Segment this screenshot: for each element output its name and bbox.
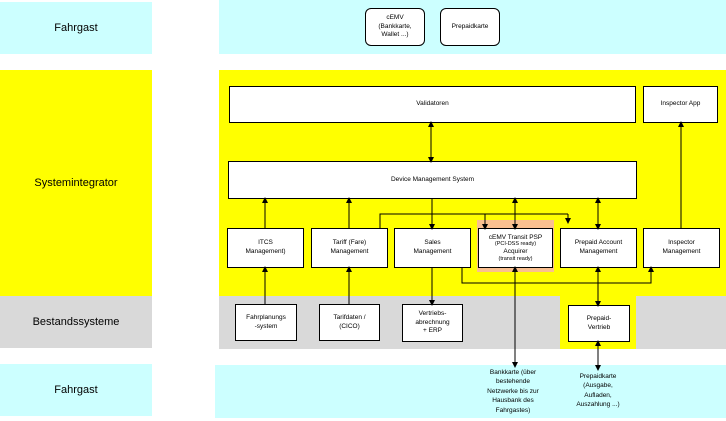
bank-card-note: Bankkarte (über bestehende Netzwerke bis… xyxy=(487,369,539,414)
cemv-card-box: cEMV (Bankkarte, Wallet ...) xyxy=(365,8,425,46)
prepaid-card-note: Prepaidkarte (Ausgabe, Aufladen, Auszahl… xyxy=(576,373,620,409)
validators-box: Validatoren xyxy=(229,86,636,123)
arrow-tariff-bus xyxy=(379,213,568,228)
tariff-management-box: Tariff (Fare) Management xyxy=(311,228,388,268)
lane-legacy-systems xyxy=(219,296,726,349)
prepaid-card-box: Prepaidkarte xyxy=(440,8,500,46)
sales-management-box: Sales Management xyxy=(394,228,471,268)
psp-transit-note: (transit ready) xyxy=(498,255,533,262)
timetable-system-box: Fahrplanungs -system xyxy=(235,304,297,341)
prepaid-sales-box: Prepaid- Vertrieb xyxy=(568,305,630,342)
tariff-data-box: Tarifdaten / (CICO) xyxy=(319,304,380,341)
psp-acquirer-label: Acquirer xyxy=(503,248,528,255)
psp-acquirer-box: cEMV Transit PSP (PCI-DSS ready) Acquire… xyxy=(478,228,553,268)
lane-label-passenger-bottom: Fahrgast xyxy=(0,364,152,416)
psp-title: cEMV Transit PSP xyxy=(488,233,543,241)
lane-label-system-integrator: Systemintegrator xyxy=(0,70,152,296)
psp-pci-note: (PCI-DSS ready) xyxy=(494,241,537,248)
inspector-management-box: Inspector Management xyxy=(643,228,720,268)
lane-label-legacy-systems: Bestandssysteme xyxy=(0,296,152,348)
arrow-sales-inspector xyxy=(461,266,654,284)
itcs-management-box: ITCS Management) xyxy=(227,228,304,268)
lane-passenger-bottom xyxy=(215,365,726,418)
inspector-app-box: Inspector App xyxy=(643,86,718,123)
lane-label-passenger-top: Fahrgast xyxy=(0,2,152,54)
